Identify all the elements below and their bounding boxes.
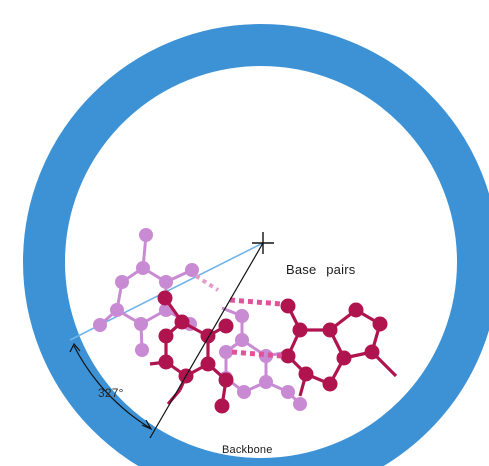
backbone-ring bbox=[23, 24, 489, 466]
lower-hydrogen-bonds bbox=[194, 274, 220, 292]
base-pairs-label: Base pairs bbox=[286, 262, 356, 277]
upper-base-pair bbox=[149, 290, 398, 414]
backbone-radius-line bbox=[149, 242, 264, 439]
angle-label: 327° bbox=[98, 386, 124, 400]
backbone-label: Backbone bbox=[222, 444, 273, 456]
arc-arrow-icon bbox=[69, 342, 153, 431]
lower-base-pair bbox=[93, 228, 307, 411]
crosshair-icon bbox=[252, 232, 274, 254]
